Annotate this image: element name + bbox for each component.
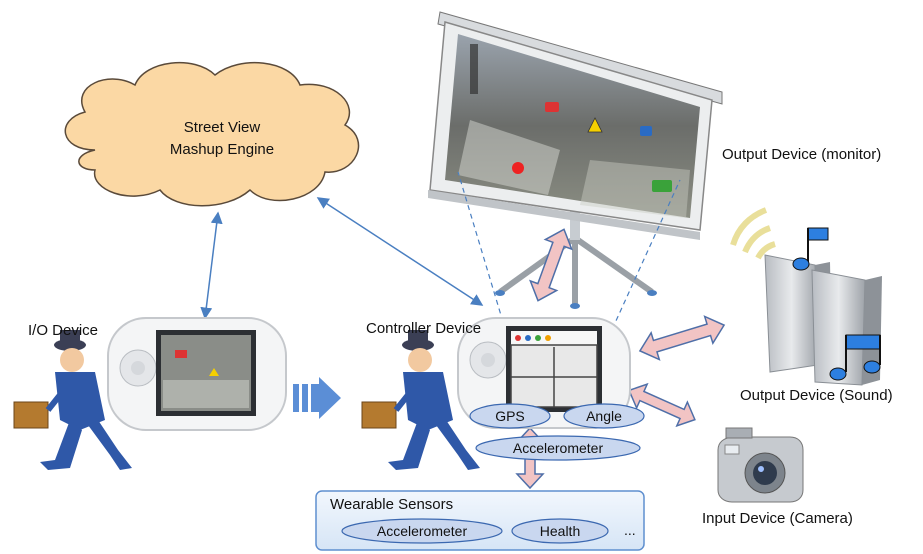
wearable-title: Wearable Sensors	[330, 496, 453, 513]
walking-man-right-icon	[361, 330, 480, 470]
sensor-accelerometer-bubble: Accelerometer	[475, 435, 641, 461]
io-device-label: I/O Device	[28, 322, 98, 339]
wearable-item-health: Health	[540, 523, 580, 539]
mashup-engine-cloud: Street View Mashup Engine	[64, 62, 360, 207]
cloud-text-line2: Mashup Engine	[170, 141, 274, 158]
controller-camera-arrow	[628, 382, 696, 428]
controller-speaker-arrow	[638, 315, 726, 361]
camera-icon	[717, 427, 804, 503]
controller-device-handheld	[457, 317, 631, 429]
projection-line-left	[457, 171, 504, 323]
output-monitor-label: Output Device (monitor)	[722, 146, 881, 163]
sensor-gps-label: GPS	[495, 408, 525, 424]
cloud-text-line1: Street View	[184, 119, 261, 136]
speakers-icon	[730, 207, 882, 386]
cloud-to-io-arrow	[200, 211, 223, 320]
controller-device-label: Controller Device	[366, 320, 481, 337]
output-sound-label: Output Device (Sound)	[740, 387, 893, 404]
wearable-item-accelerometer: Accelerometer	[377, 523, 468, 539]
transition-chevron-arrow	[293, 377, 341, 419]
controller-monitor-arrow	[529, 228, 573, 302]
wearable-more: ...	[624, 522, 636, 538]
sensor-gps-bubble: GPS	[469, 403, 551, 429]
wearable-sensors-box: Wearable Sensors Accelerometer Health ..…	[315, 490, 645, 551]
input-camera-label: Input Device (Camera)	[702, 510, 853, 527]
cloud-to-controller-arrow	[316, 197, 484, 306]
sensor-angle-label: Angle	[586, 408, 622, 424]
projector-screen	[428, 11, 723, 309]
sensor-accelerometer-label: Accelerometer	[513, 440, 604, 456]
walking-man-left-icon	[13, 330, 132, 470]
io-device-handheld	[107, 317, 287, 431]
music-note-icon	[792, 227, 881, 381]
sensor-angle-bubble: Angle	[563, 403, 645, 429]
